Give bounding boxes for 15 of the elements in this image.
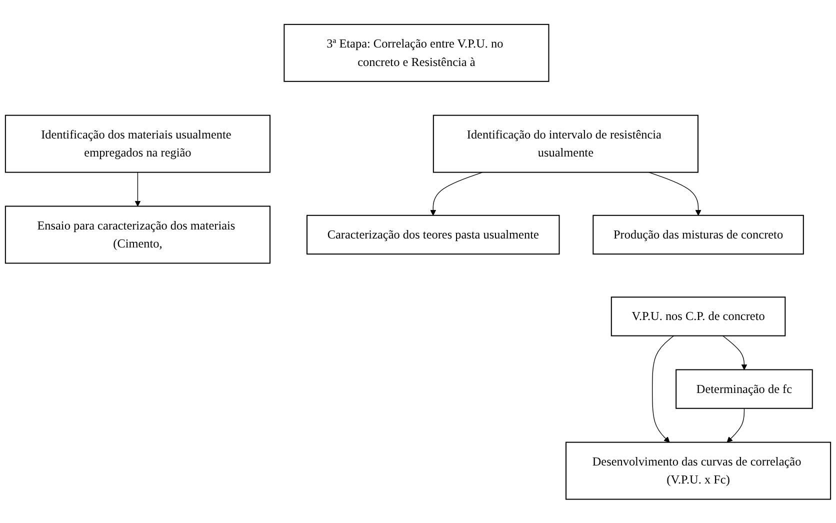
arrow <box>134 172 141 206</box>
node-box: Caracterização dos teores pasta usualmente <box>306 214 560 254</box>
arrow <box>652 335 674 442</box>
arrow <box>722 335 748 370</box>
node-box: Ensaio para caracterização dos materiais (Cimento, <box>4 205 270 264</box>
node-box: Identificação do intervalo de resistência usualmente <box>432 114 698 172</box>
node-box: 3ª Etapa: Correlação entre V.P.U. no concreto e Resistência à <box>284 24 550 82</box>
arrow <box>430 172 483 216</box>
node-box: V.P.U. nos C.P. de concreto <box>610 296 786 336</box>
node-box: Desenvolvimento das curvas de correlação (V.P.U. x Fc) <box>566 441 832 500</box>
arrow <box>648 172 702 216</box>
node-box: Determinação de fc <box>676 368 813 409</box>
arrow <box>726 408 745 442</box>
node-box: Identificação dos materiais usualmente empregados na região <box>4 114 270 172</box>
node-box: Produção das misturas de concreto <box>592 214 804 254</box>
